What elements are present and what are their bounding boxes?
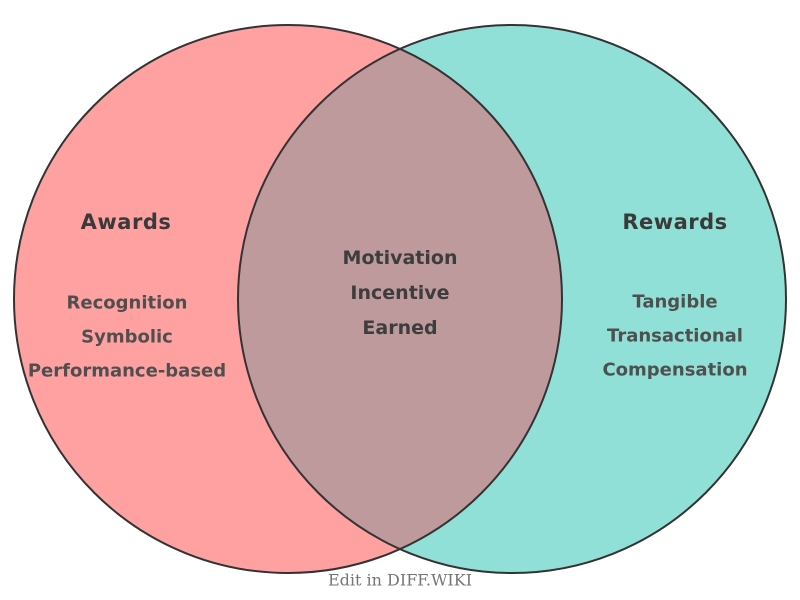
edit-in-diffwiki-link[interactable]: Edit in DIFF.WIKI	[327, 570, 473, 590]
intersection-item: Incentive	[350, 282, 450, 304]
right-set-title: Rewards	[622, 210, 728, 234]
left-set-item: Performance-based	[27, 360, 227, 382]
intersection-item: Motivation	[342, 247, 458, 269]
right-set-item: Transactional	[607, 325, 743, 347]
right-set-item: Tangible	[632, 291, 718, 313]
left-circle-outline	[13, 24, 563, 574]
intersection-item: Earned	[362, 317, 438, 339]
right-circle-outline	[237, 24, 787, 574]
left-set-title: Awards	[80, 210, 172, 234]
right-set-item: Compensation	[602, 359, 748, 381]
intersection-region-fill	[237, 48, 563, 550]
left-set-item: Recognition	[66, 292, 188, 314]
left-set-item: Symbolic	[81, 326, 173, 348]
